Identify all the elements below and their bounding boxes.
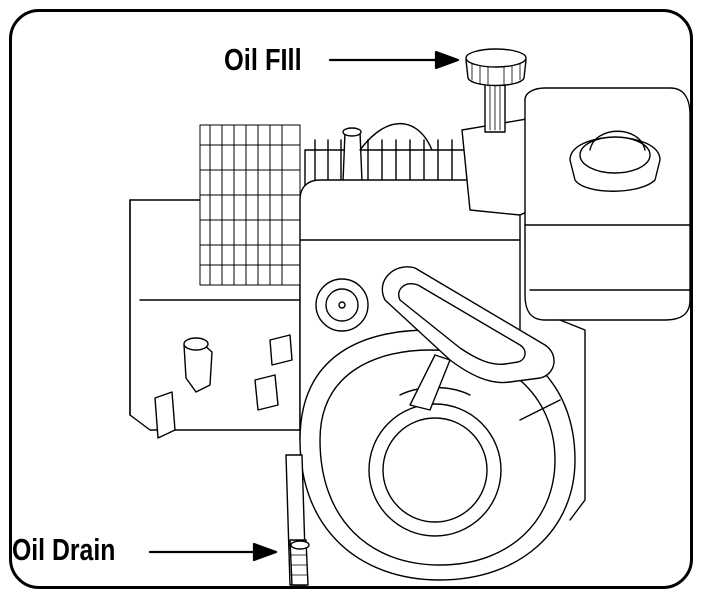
fuel-tank <box>524 87 691 321</box>
starter-handle <box>381 266 555 411</box>
engine-right-edge <box>519 319 586 521</box>
oil-fill-label: Oil FIll <box>224 42 302 77</box>
recoil-starter <box>299 329 576 581</box>
oil-drain-plug-icon <box>285 454 310 586</box>
cooling-grille <box>199 124 301 286</box>
oil-drain-label: Oil Drain <box>12 532 116 567</box>
side-lever <box>254 334 293 411</box>
oil-drain-arrow <box>148 542 278 562</box>
choke-knob <box>154 337 213 439</box>
oil-fill-arrow <box>328 50 460 70</box>
oil-fill-cap-icon <box>465 48 527 133</box>
